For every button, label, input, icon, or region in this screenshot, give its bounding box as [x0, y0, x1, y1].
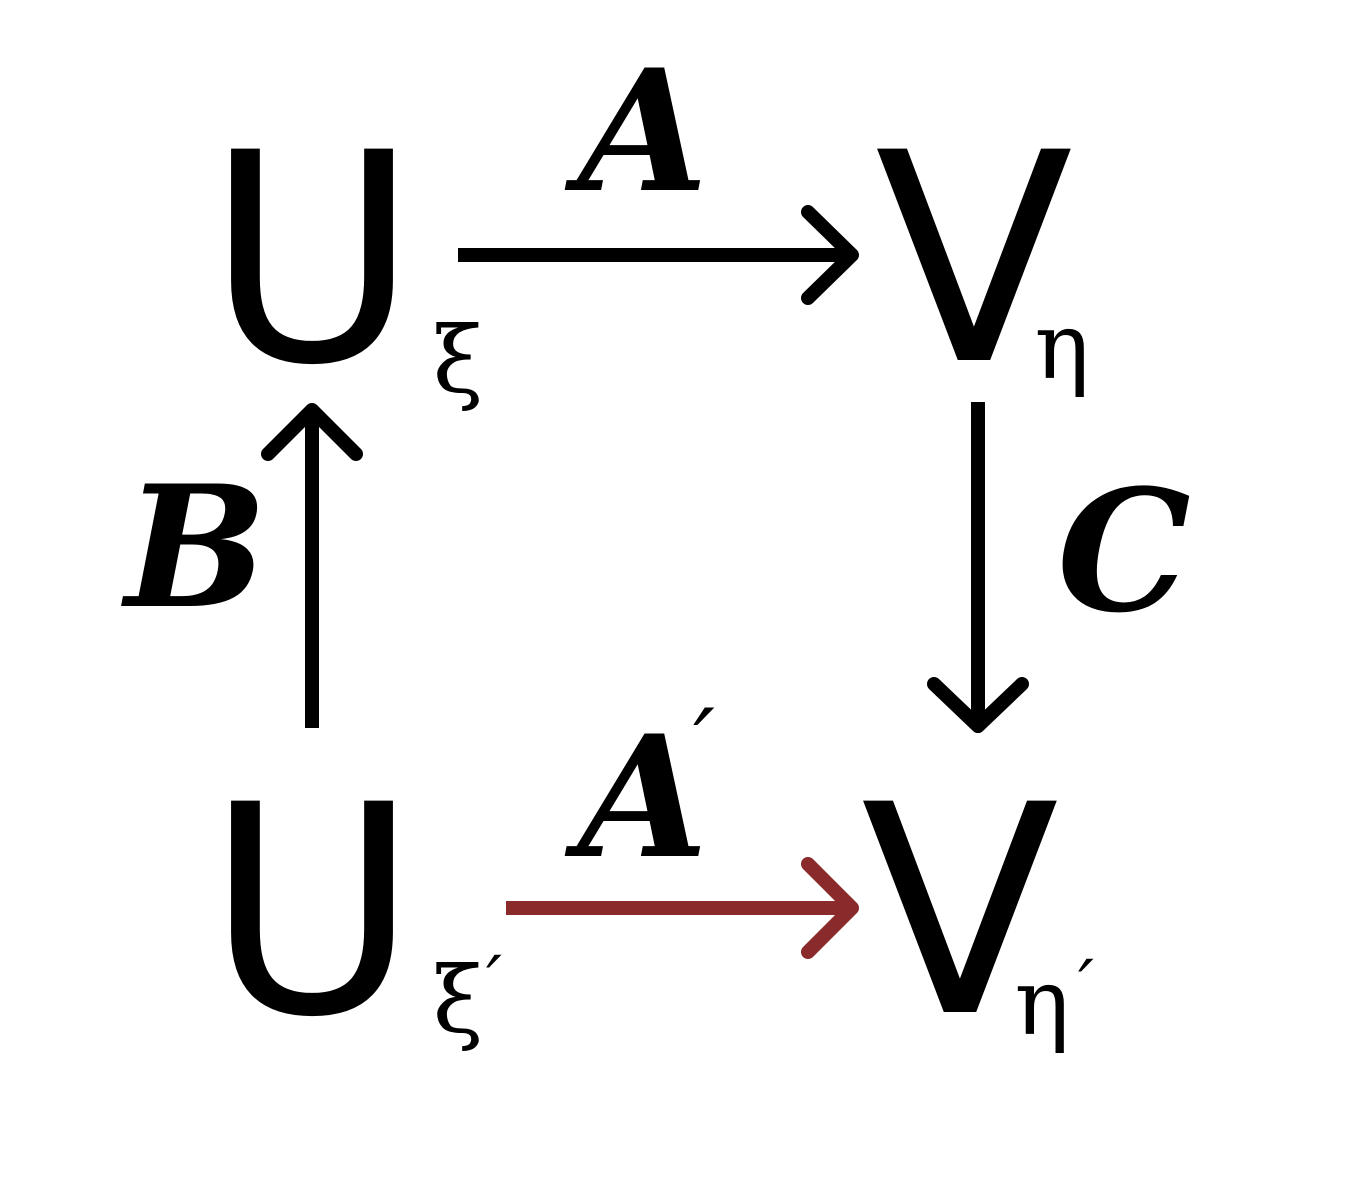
arrow-bottom: [506, 857, 859, 959]
arrow-right: [927, 402, 1029, 733]
node-top-right: V η: [875, 92, 1090, 429]
arrow-left-head: [261, 403, 363, 461]
arrow-left: [261, 403, 363, 728]
arrow-top-head: [801, 205, 859, 305]
arrow-left-label: B: [121, 448, 267, 646]
node-top-right-symbol: V: [875, 92, 1074, 429]
arrow-top: [458, 205, 859, 305]
node-top-left-subscript: ξ: [433, 307, 484, 414]
arrow-bottom-label-prime: ′: [693, 689, 715, 801]
node-bottom-left: U ξ ′: [206, 744, 502, 1081]
node-bottom-left-subscript: ξ: [433, 947, 484, 1054]
node-top-left: U ξ: [206, 92, 483, 429]
arrow-right-head: [927, 677, 1029, 733]
node-top-right-subscript: η: [1034, 293, 1089, 400]
node-bottom-right: V η ′: [861, 744, 1094, 1081]
arrow-bottom-head: [801, 857, 859, 959]
node-bottom-right-subscript: η: [1014, 949, 1069, 1056]
node-bottom-right-symbol: V: [861, 744, 1060, 1081]
arrow-bottom-label: A: [564, 698, 708, 896]
node-bottom-right-prime: ′: [1078, 945, 1094, 1027]
arrow-top-label: A: [564, 32, 708, 230]
node-bottom-left-symbol: U: [206, 744, 418, 1081]
node-top-left-symbol: U: [206, 92, 418, 429]
node-bottom-left-prime: ′: [486, 941, 502, 1023]
arrow-right-label: C: [1057, 452, 1191, 650]
